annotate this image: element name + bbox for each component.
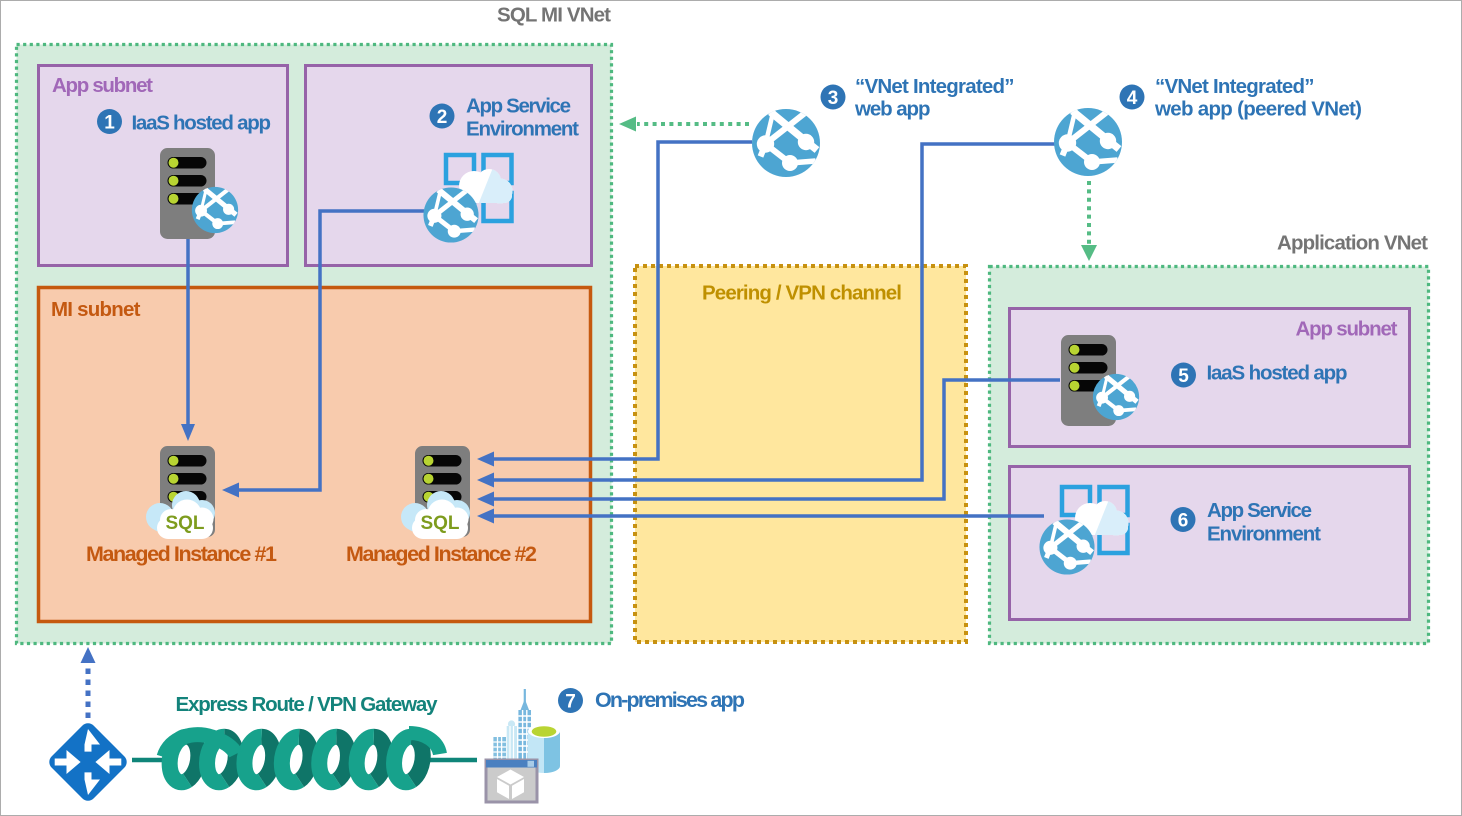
svg-text:3: 3 — [828, 88, 839, 109]
svg-text:On-premises app: On-premises app — [595, 688, 745, 712]
svg-text:Express Route / VPN Gateway: Express Route / VPN Gateway — [176, 693, 439, 716]
svg-text:2: 2 — [437, 107, 448, 128]
svg-text:MI subnet: MI subnet — [51, 298, 141, 321]
svg-text:1: 1 — [104, 113, 115, 134]
svg-text:App Service: App Service — [466, 95, 571, 118]
svg-text:Environment: Environment — [466, 118, 579, 141]
svg-text:5: 5 — [1178, 366, 1189, 387]
svg-text:Managed Instance #2: Managed Instance #2 — [346, 542, 537, 566]
svg-text:App Service: App Service — [1207, 499, 1312, 522]
svg-text:“VNet Integrated”: “VNet Integrated” — [855, 75, 1015, 98]
svg-text:IaaS hosted app: IaaS hosted app — [1207, 362, 1348, 385]
svg-text:Peering / VPN channel: Peering / VPN channel — [702, 282, 902, 305]
svg-text:6: 6 — [1178, 511, 1189, 532]
svg-text:web app (peered VNet): web app (peered VNet) — [1154, 98, 1362, 121]
svg-text:App subnet: App subnet — [1296, 318, 1398, 341]
svg-text:Managed Instance #1: Managed Instance #1 — [86, 542, 277, 566]
svg-text:7: 7 — [565, 692, 576, 713]
svg-text:IaaS hosted app: IaaS hosted app — [132, 112, 272, 135]
svg-text:SQL MI VNet: SQL MI VNet — [497, 4, 611, 27]
svg-text:Environment: Environment — [1207, 523, 1321, 546]
svg-text:4: 4 — [1127, 88, 1138, 109]
svg-text:“VNet Integrated”: “VNet Integrated” — [1155, 75, 1315, 98]
svg-text:App subnet: App subnet — [52, 74, 153, 97]
svg-text:web app: web app — [854, 98, 931, 121]
svg-text:Application VNet: Application VNet — [1277, 232, 1428, 255]
